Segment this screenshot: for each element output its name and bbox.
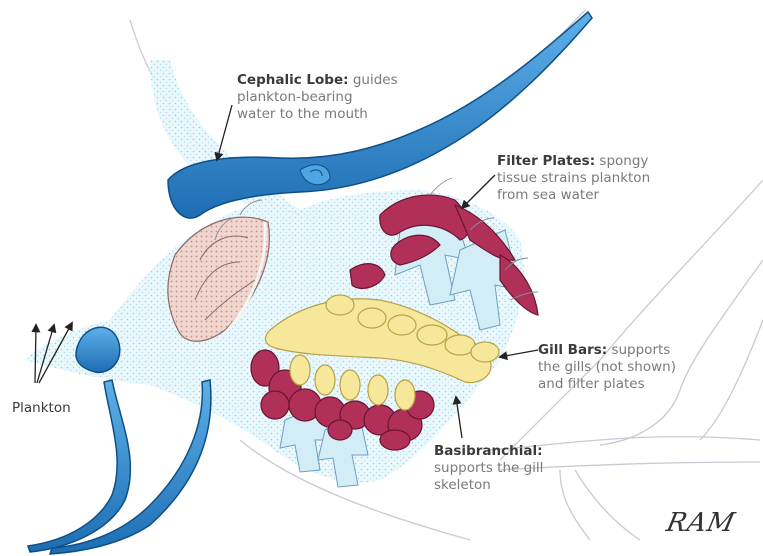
- gill-bars-line-2: the gills (not shown): [538, 359, 676, 375]
- gill-bars-title: Gill Bars:: [538, 342, 607, 358]
- cephalic-lobe-line-1: guides: [353, 72, 398, 88]
- basibranchial-title: Basibranchial:: [434, 443, 542, 459]
- filter-plates-title: Filter Plates:: [497, 153, 595, 169]
- gill-bars-line-3: and filter plates: [538, 376, 645, 392]
- gill-bars-label: Gill Bars: supports the gills (not shown…: [538, 342, 676, 393]
- artist-signature: RAM: [664, 508, 738, 538]
- plankton-title: Plankton: [12, 400, 71, 416]
- filter-plates-line-3: from sea water: [497, 187, 599, 203]
- basibranchial-line-1: supports the gill: [434, 460, 543, 476]
- gill-bars-line-1: supports: [611, 342, 670, 358]
- filter-plates-line-2: tissue strains plankton: [497, 170, 650, 186]
- cephalic-lobe-line-3: water to the mouth: [237, 106, 368, 122]
- cephalic-lobe-label: Cephalic Lobe: guides plankton-bearing w…: [237, 72, 398, 123]
- basibranchial-line-2: skeleton: [434, 477, 491, 493]
- cephalic-lobe-line-2: plankton-bearing: [237, 89, 353, 105]
- basibranchial-label: Basibranchial: supports the gill skeleto…: [434, 443, 543, 494]
- plankton-label: Plankton: [12, 400, 71, 417]
- filter-plates-label: Filter Plates: spongy tissue strains pla…: [497, 153, 650, 204]
- filter-plates-line-1: spongy: [599, 153, 648, 169]
- cephalic-lobe-title: Cephalic Lobe:: [237, 72, 349, 88]
